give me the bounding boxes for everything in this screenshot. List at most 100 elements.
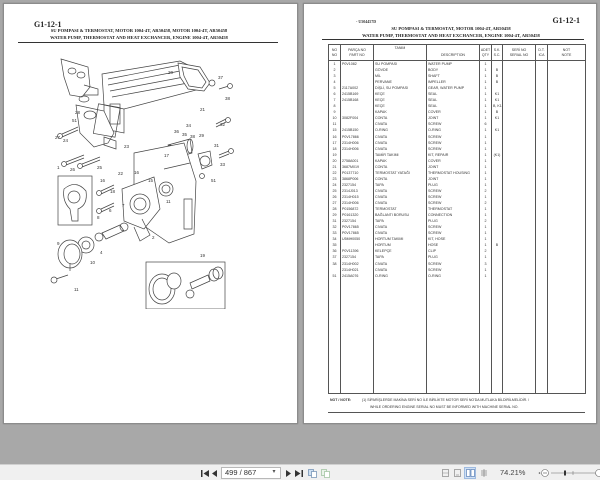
zoom-level[interactable]: 74.21% (500, 468, 526, 477)
title-rule (18, 42, 278, 43)
page-number-input[interactable]: 499 / 867 (221, 467, 281, 479)
title-en: WATER PUMP, THERMOSTAT AND HEAT EXCHANCE… (50, 35, 228, 40)
right-page: - U504457D G1-12-1 SU POMPASI & TERMOSTA… (303, 3, 597, 424)
zoom-slider-thumb (564, 470, 566, 476)
cell-note (547, 115, 586, 122)
cell-note (547, 260, 586, 267)
svg-text:10: 10 (90, 260, 96, 265)
cell-note (547, 236, 586, 243)
navigation-toolbar: 499 / 867 ▾ 74.21% (0, 464, 600, 480)
cell-note (547, 109, 586, 116)
zoom-out-icon (541, 469, 549, 477)
empty-cell (502, 278, 536, 395)
svg-text:23: 23 (124, 144, 130, 149)
cell-note (547, 212, 586, 219)
last-page-button[interactable] (294, 467, 304, 479)
cell-note (547, 187, 586, 194)
page-dropdown-button[interactable]: ▾ (267, 467, 281, 479)
svg-text:8: 8 (97, 215, 100, 220)
svg-text:11: 11 (74, 287, 79, 292)
svg-text:37: 37 (218, 75, 224, 80)
title-tr: SU POMPASI & TERMOSTAT, MOTOR 1004-4T, A… (50, 28, 228, 33)
cell-note (547, 230, 586, 237)
pump-housing (121, 142, 197, 244)
title-rule (322, 39, 584, 40)
two-page-continuous-view-button[interactable] (479, 467, 489, 479)
continuous-view-button[interactable] (452, 467, 462, 479)
svg-text:51: 51 (211, 178, 217, 183)
single-page-icon (441, 469, 449, 477)
svg-text:15: 15 (148, 178, 154, 183)
svg-text:18: 18 (110, 189, 116, 194)
svg-text:24: 24 (63, 138, 69, 143)
first-page-button[interactable] (200, 467, 210, 479)
svg-text:17: 17 (164, 153, 170, 158)
svg-text:2: 2 (152, 235, 155, 240)
cell-note (547, 145, 586, 152)
cell-note (547, 151, 586, 158)
svg-text:29: 29 (199, 133, 205, 138)
cell-note (547, 73, 586, 80)
cell-note (547, 224, 586, 231)
cell-note (547, 193, 586, 201)
svg-text:27: 27 (55, 135, 61, 140)
cell-note (547, 181, 586, 188)
previous-page-button[interactable] (210, 467, 219, 479)
svg-text:35: 35 (182, 132, 188, 137)
single-page-view-button[interactable] (440, 467, 450, 479)
svg-text:34: 34 (186, 123, 192, 128)
next-page-button[interactable] (284, 467, 293, 479)
copy-button[interactable] (320, 467, 331, 479)
cell-note (547, 67, 586, 74)
rotate-button[interactable] (307, 467, 318, 479)
svg-text:31: 31 (214, 143, 220, 148)
cell-note (547, 157, 586, 164)
empty-cell (373, 278, 427, 395)
svg-text:22: 22 (118, 171, 124, 176)
svg-text:21: 21 (200, 107, 206, 112)
cell-note (547, 200, 586, 207)
zoom-dot-icon (538, 472, 541, 474)
two-page-icon (465, 469, 475, 477)
note-rule (328, 412, 585, 413)
svg-text:11: 11 (166, 199, 171, 204)
continuous-page-icon (453, 469, 461, 477)
page-copy-disabled-icon (321, 468, 330, 478)
title-tr: SU POMPASI & TERMOSTAT, MOTOR 1004-4T, A… (391, 26, 511, 31)
svg-text:26: 26 (70, 167, 76, 172)
table-filler-row (328, 278, 586, 395)
repair-kit-inset (145, 261, 226, 309)
page-copy-icon (308, 468, 317, 478)
svg-text:16: 16 (100, 178, 106, 183)
zoom-slider[interactable] (538, 467, 600, 479)
cell-note (547, 79, 586, 86)
two-page-view-button[interactable] (464, 467, 476, 479)
svg-text:33: 33 (220, 162, 226, 167)
note-text-tr: (1) SİPARİŞLERDE MAKİNA SERİ NO İLE BİRL… (362, 398, 530, 402)
